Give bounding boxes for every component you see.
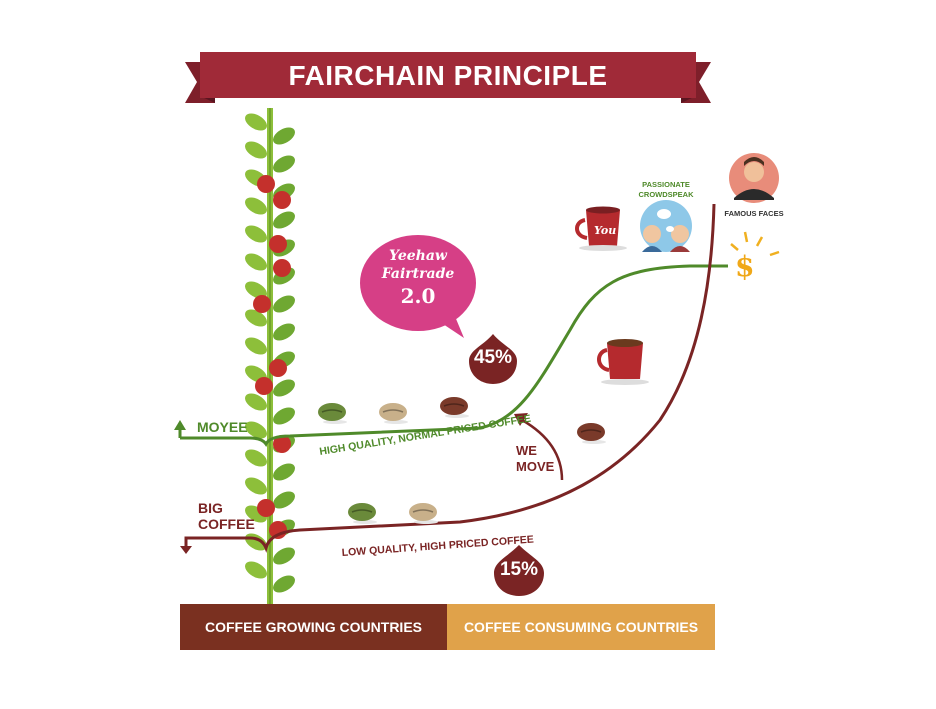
dollar-sparkle-icon — [730, 231, 780, 257]
pct-15-drop — [494, 545, 544, 596]
we-move-label-2: MOVE — [516, 459, 555, 474]
coffee-cherry-icon — [273, 435, 291, 453]
leaf-icon — [245, 197, 267, 215]
leaf-icon — [273, 127, 295, 145]
coffee-cherry-icon — [255, 377, 273, 395]
dollar-sign: $ — [735, 250, 755, 283]
coffee-growing-bar: COFFEE GROWING COUNTRIES — [180, 604, 447, 650]
leaf-icon — [245, 449, 267, 467]
leaf-icon — [273, 211, 295, 229]
leaf-icon — [245, 141, 267, 159]
leaf-icon — [273, 491, 295, 509]
coffee-cherry-icon — [253, 295, 271, 313]
we-move-arrowhead-icon — [514, 413, 528, 426]
you-cup-icon — [575, 206, 627, 251]
bubble-line-3: 2.0 — [400, 284, 436, 308]
coffee-bean-icon — [379, 403, 408, 424]
crowdspeak-icon — [640, 200, 692, 252]
leaf-icon — [245, 309, 267, 327]
leaf-icon — [273, 379, 295, 397]
we-move-arrow — [521, 418, 564, 481]
leaf-icon — [245, 393, 267, 411]
big-coffee-label-2: COFFEE — [198, 516, 255, 532]
leaf-icon — [245, 281, 267, 299]
big-coffee-label-1: BIG — [198, 500, 223, 516]
coffee-consuming-bar: COFFEE CONSUMING COUNTRIES — [447, 604, 715, 650]
moyee-label: MOYEE — [197, 419, 248, 435]
famous-face-icon — [729, 153, 779, 203]
big-coffee-percentage: 15% — [499, 559, 539, 580]
leaf-icon — [245, 561, 267, 579]
leaf-icon — [273, 407, 295, 425]
moyee-path — [180, 264, 728, 447]
leaf-icon — [273, 155, 295, 173]
leaf-icon — [245, 337, 267, 355]
coffee-cherry-icon — [257, 175, 275, 193]
coffee-bean-icon — [440, 397, 469, 418]
leaf-icon — [245, 421, 267, 439]
moyee-percentage: 45% — [473, 347, 513, 368]
leaf-icon — [273, 463, 295, 481]
page-title: FAIRCHAIN PRINCIPLE — [288, 60, 608, 91]
pct-45-drop — [469, 334, 517, 384]
leaf-icon — [245, 253, 267, 271]
coffee-bean-icon — [348, 503, 377, 524]
leaf-icon — [245, 225, 267, 243]
leaf-icon — [273, 323, 295, 341]
title-banner — [185, 52, 711, 103]
coffee-cherry-icon — [269, 235, 287, 253]
bubble-line-1: Yeehaw — [389, 248, 447, 264]
coffee-cherry-icon — [273, 259, 291, 277]
coffee-bean-icon — [409, 503, 438, 524]
coffee-cup-icon — [597, 339, 649, 385]
crowdspeak-label-1: PASSIONATE — [642, 180, 690, 189]
big-coffee-arrow-icon — [180, 546, 192, 554]
you-label: You — [594, 224, 617, 237]
we-move-label-1: WE — [516, 443, 537, 458]
leaf-icon — [273, 295, 295, 313]
leaf-icon — [273, 547, 295, 565]
fairtrade-bubble — [360, 235, 476, 338]
moyee-arrow-icon — [174, 420, 186, 430]
coffee-bean-icon — [318, 403, 347, 424]
leaf-icon — [245, 113, 267, 131]
leaf-icon — [245, 477, 267, 495]
bubble-line-2: Fairtrade — [381, 266, 455, 282]
coffee-cherry-icon — [257, 499, 275, 517]
famous-faces-label: FAMOUS FACES — [724, 209, 784, 218]
big-coffee-path — [184, 203, 716, 553]
leaf-icon — [273, 575, 295, 593]
coffee-plant — [245, 108, 295, 604]
coffee-cherry-icon — [269, 359, 287, 377]
coffee-bean-icon — [577, 423, 606, 444]
high-quality-caption: HIGH QUALITY, NORMAL PRICED COFFEE — [319, 413, 532, 458]
coffee-beans — [318, 397, 606, 524]
crowdspeak-label-2: CROWDSPEAK — [638, 190, 694, 199]
coffee-cherry-icon — [273, 191, 291, 209]
low-quality-caption: LOW QUALITY, HIGH PRICED COFFEE — [341, 534, 534, 559]
